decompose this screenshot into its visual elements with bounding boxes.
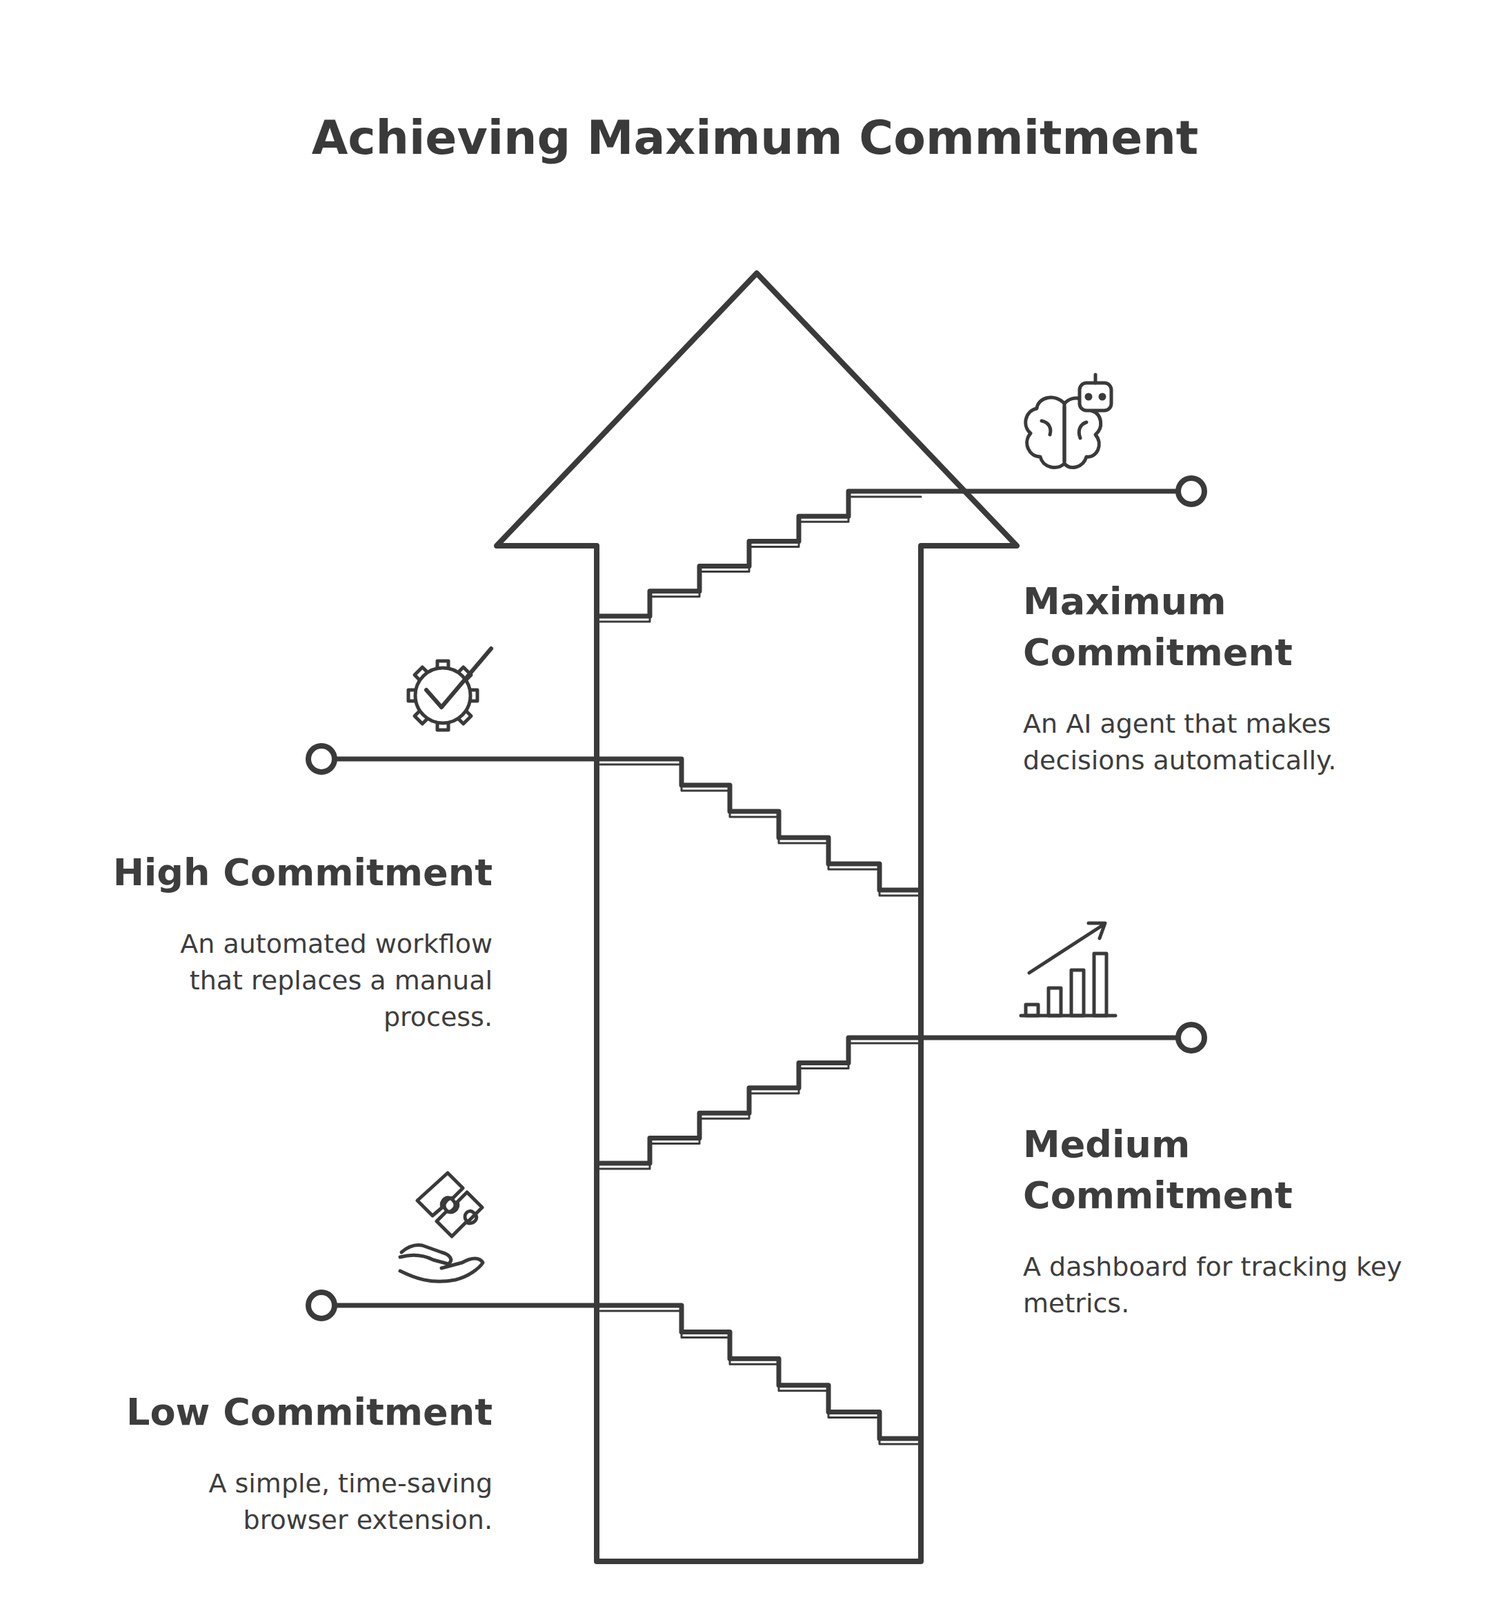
leader-dot (1178, 1024, 1205, 1051)
commitment-level: High Commitment An automated workflow tha… (78, 847, 493, 1036)
diagram-title: Achieving Maximum Commitment (0, 110, 1510, 165)
leader-dot (308, 745, 335, 772)
bar-chart-icon (1020, 922, 1116, 1016)
gear-check-icon (408, 648, 492, 730)
staircase-shadow (600, 764, 920, 896)
staircase-shadow (600, 496, 921, 622)
level-heading: Medium Commitment (1022, 1118, 1327, 1221)
level-description: An automated workflow that replaces a ma… (120, 925, 493, 1036)
level-description: A dashboard for tracking key metrics. (1022, 1248, 1424, 1322)
leader-dot (1178, 478, 1205, 505)
level-heading: Low Commitment (78, 1386, 493, 1438)
level-heading: High Commitment (78, 847, 493, 899)
hand-puzzle-icon (400, 1172, 483, 1281)
level-heading: Maximum Commitment (1022, 575, 1327, 679)
commitment-level: Low Commitment A simple, time-saving brow… (78, 1386, 493, 1539)
leader-dot (308, 1292, 335, 1319)
arrow-outline (496, 273, 1017, 1562)
brain-robot-icon (1025, 374, 1112, 468)
level-description: An AI agent that makes decisions automat… (1022, 705, 1424, 779)
staircase-shadow (600, 1310, 920, 1444)
level-description: A simple, time-saving browser extension. (120, 1465, 493, 1539)
commitment-level: Medium Commitment A dashboard for trackin… (1022, 1118, 1437, 1322)
staircase-shadow (600, 1042, 921, 1169)
commitment-level: Maximum Commitment An AI agent that makes… (1022, 575, 1437, 779)
